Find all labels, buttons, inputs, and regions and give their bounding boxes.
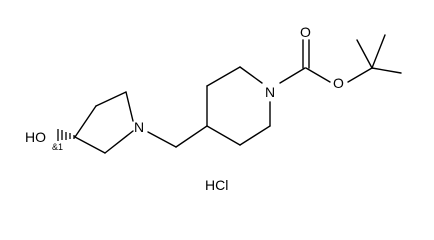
pyrrolidine-ring — [74, 91, 134, 154]
bond-c4-c5 — [74, 136, 106, 154]
carbonyl-oxygen-label: O — [300, 24, 311, 40]
hcl-salt-label: HCl — [205, 177, 228, 193]
bond-n-c2 — [125, 91, 134, 122]
bond-c5-n — [104, 130, 134, 154]
bond-ch2-c4pip — [175, 125, 208, 148]
bond-pip-c6-c5 — [206, 66, 241, 87]
piperidine-nitrogen-label: N — [265, 84, 275, 100]
boc-group — [279, 34, 402, 84]
bond-c-oester — [305, 67, 331, 83]
ester-oxygen-label: O — [333, 75, 344, 91]
pyrrolidine-nitrogen-label: N — [134, 119, 144, 135]
structure-canvas: HO &1 N N O O HCl — [25, 24, 402, 193]
bond-pip-c4-c3 — [206, 125, 241, 146]
bond-pip-c3-c2 — [239, 125, 271, 146]
bond-c3-c4 — [74, 105, 97, 138]
bond-cq-me-left — [356, 39, 373, 69]
piperidine-ring — [206, 66, 271, 146]
chemical-structure: HO &1 N N O O HCl — [25, 24, 402, 193]
bond-n-ch2 — [147, 131, 177, 148]
hashed-wedge-bond — [57, 129, 75, 141]
bond-cq-me-top — [371, 34, 386, 69]
bond-cq-me-right — [371, 67, 402, 74]
bond-n-carbonyl — [279, 67, 306, 84]
bond-oester-cq — [347, 67, 373, 83]
stereo-descriptor: &1 — [52, 142, 63, 152]
hydroxyl-label: HO — [25, 129, 46, 145]
methylene-linker — [147, 125, 208, 148]
bond-c2-c3 — [95, 91, 127, 107]
bond-pip-n-c6 — [239, 66, 263, 84]
